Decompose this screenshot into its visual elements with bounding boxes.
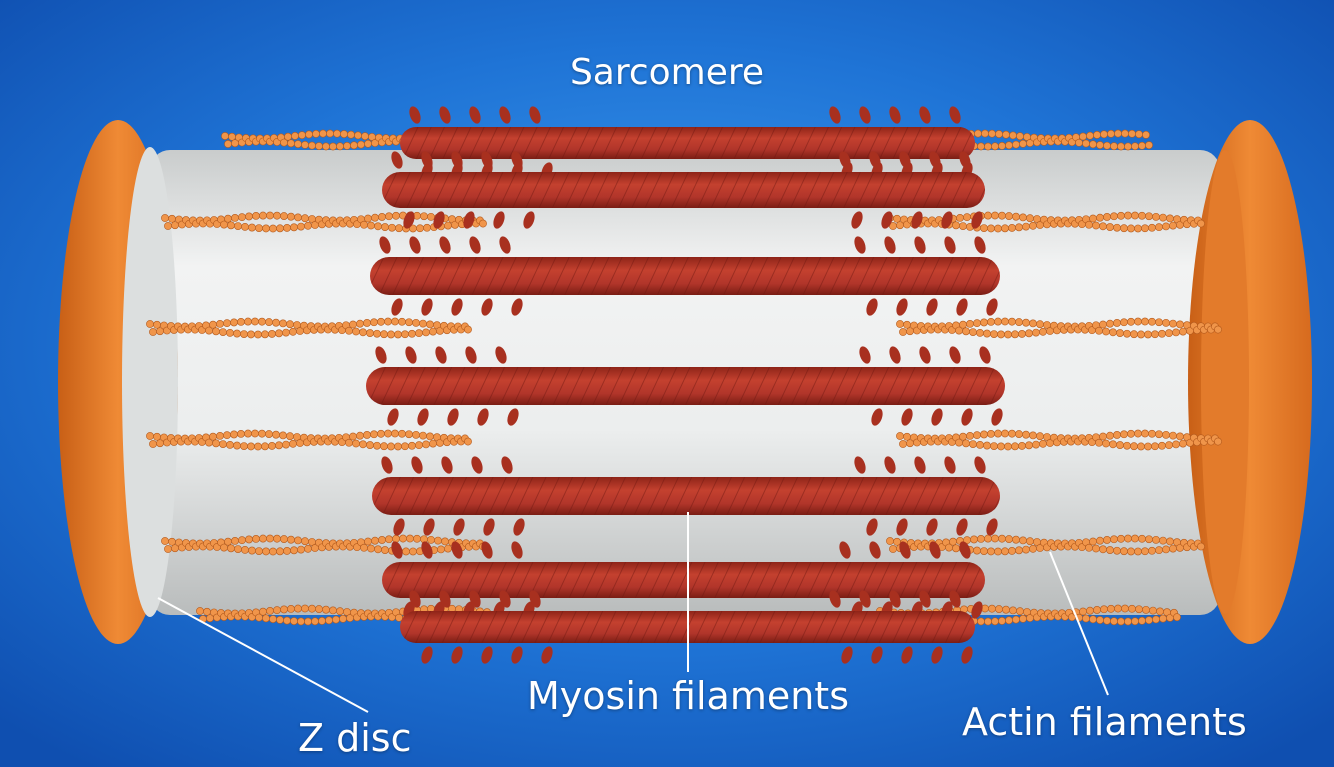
myosin-filaments-label: Myosin filaments xyxy=(527,674,849,718)
z-disc-right xyxy=(1188,120,1312,644)
title: Sarcomere xyxy=(0,52,1334,93)
z-disc-left xyxy=(58,120,178,644)
z-disc-label: Z disc xyxy=(298,716,411,760)
actin-filaments-label: Actin filaments xyxy=(962,700,1247,744)
